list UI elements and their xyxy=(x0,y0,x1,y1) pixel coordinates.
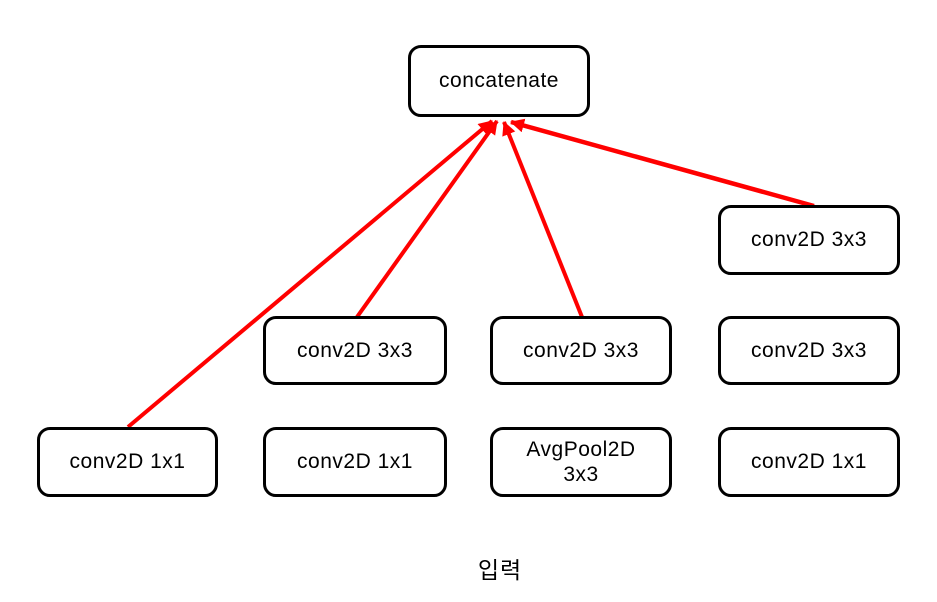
arrow-branch2-to-concatenate xyxy=(355,119,499,319)
node-label: conv2D 3x3 xyxy=(751,228,867,252)
arrow-branch4-to-concatenate xyxy=(510,118,815,209)
node-label: AvgPool2D 3x3 xyxy=(526,437,636,486)
node-label: conv2D 1x1 xyxy=(751,450,867,474)
node-branch2-conv1x1: conv2D 1x1 xyxy=(263,427,447,497)
node-branch4-conv3x3-top: conv2D 3x3 xyxy=(718,205,900,275)
node-label: conv2D 3x3 xyxy=(751,338,867,362)
node-branch4-conv1x1: conv2D 1x1 xyxy=(718,427,900,497)
node-branch4-conv3x3: conv2D 3x3 xyxy=(718,316,900,385)
node-label: conv2D 3x3 xyxy=(297,338,413,362)
input-label: 입력 xyxy=(477,557,523,583)
arrow-branch3-to-concatenate xyxy=(502,121,584,318)
node-branch3-avgpool: AvgPool2D 3x3 xyxy=(490,427,672,497)
node-label: conv2D 1x1 xyxy=(297,450,413,474)
node-branch1-conv1x1: conv2D 1x1 xyxy=(37,427,218,497)
node-branch2-conv3x3: conv2D 3x3 xyxy=(263,316,447,385)
node-label: concatenate xyxy=(439,69,559,93)
node-concatenate: concatenate xyxy=(408,45,590,117)
node-branch3-conv3x3: conv2D 3x3 xyxy=(490,316,672,385)
node-label: conv2D 3x3 xyxy=(523,338,639,362)
node-label: conv2D 1x1 xyxy=(69,450,186,474)
